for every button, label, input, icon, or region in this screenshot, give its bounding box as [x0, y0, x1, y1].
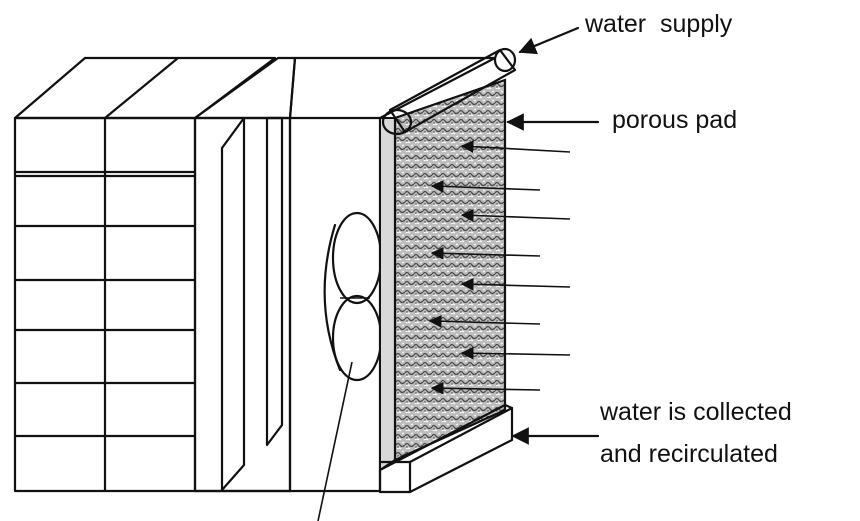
fan-pointer-line [317, 361, 353, 521]
airflow-arrow-icon [430, 381, 541, 395]
louvre-slot [220, 116, 246, 492]
airflow-arrow-icon [430, 180, 541, 193]
airflow-arrow-icon [460, 140, 571, 154]
airflow-arrow-icon [430, 246, 541, 260]
water-supply-pipe [381, 47, 517, 136]
louvre-slot [265, 116, 284, 447]
left-cabinet [13, 56, 277, 493]
airflow-arrow-icon [428, 314, 541, 328]
label-porous-pad: porous pad [612, 106, 737, 134]
label-collected-line2: and recirculated [600, 440, 778, 468]
porous-pad [393, 78, 507, 462]
middle-section-top [193, 56, 297, 120]
label-collected-line1: water is collected [599, 398, 792, 426]
label-water-supply: water supply [584, 10, 733, 38]
airflow-arrow-icon [460, 209, 571, 222]
airflow-arrows [428, 140, 571, 395]
porous-pad-assembly [378, 47, 517, 494]
middle-section [193, 56, 297, 493]
water-supply-callout-arrow [518, 26, 580, 55]
airflow-arrow-icon [460, 277, 571, 291]
fan-icon [323, 211, 383, 382]
airflow-arrow-icon [460, 346, 571, 360]
